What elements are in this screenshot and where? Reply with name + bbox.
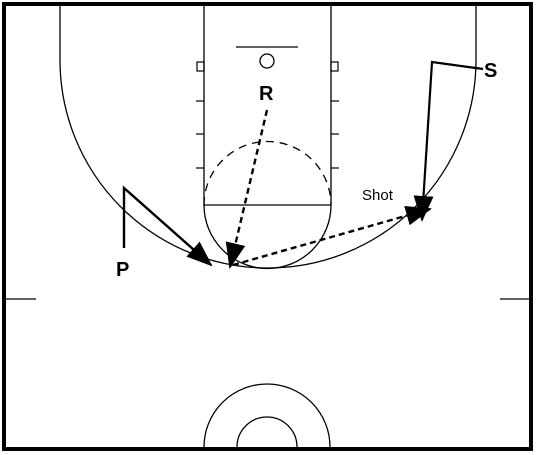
three-point-line	[59, 6, 477, 269]
lane-hash-marks	[196, 100, 339, 169]
free-throw-circle-lower	[203, 204, 332, 270]
pass-r-to-wing	[225, 109, 269, 269]
court-border	[2, 2, 533, 451]
pass-to-shooter	[232, 205, 432, 267]
free-throw-circle-upper	[203, 140, 332, 206]
cut-path-p	[122, 185, 213, 267]
lane-block-right	[330, 61, 339, 72]
center-circle-outer	[203, 383, 331, 448]
shot-label: Shot	[362, 187, 394, 204]
player-p-label: P	[116, 259, 129, 281]
center-circle-inner	[236, 416, 298, 448]
rim	[259, 53, 275, 69]
player-s-label: S	[484, 60, 497, 82]
lane-block-left	[196, 61, 205, 72]
free-throw-lane	[203, 6, 332, 206]
player-r-label: R	[259, 83, 274, 105]
cut-path-s	[413, 60, 484, 222]
